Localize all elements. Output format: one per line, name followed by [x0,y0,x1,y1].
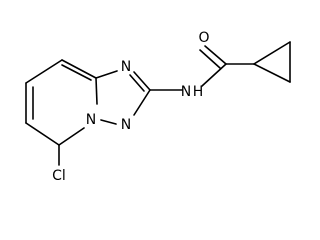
bond [199,49,221,69]
atom-label-hydrogen: H [193,84,204,100]
bond [201,63,227,87]
atom-label-nitrogen-2: N [86,112,96,128]
bond [204,45,227,65]
bond [253,63,291,83]
bond [95,70,118,79]
bond [61,64,92,81]
bond [253,41,291,65]
bond [95,77,98,105]
bond [100,119,117,125]
atom-label-nitrogen-1: N [121,59,131,75]
bond [133,71,151,91]
bond [58,127,85,146]
molecule-structure: O N N H N N Cl [25,30,291,184]
bond [61,59,97,79]
bond [133,89,151,116]
bond [25,122,60,146]
atom-label-nitrogen-amide: N [181,84,191,100]
atom-label-oxygen: O [198,30,209,46]
bond [25,59,63,84]
atom-label-chlorine: Cl [52,168,66,184]
atom-label-nitrogen-3: N [121,117,131,133]
bond [129,74,145,92]
